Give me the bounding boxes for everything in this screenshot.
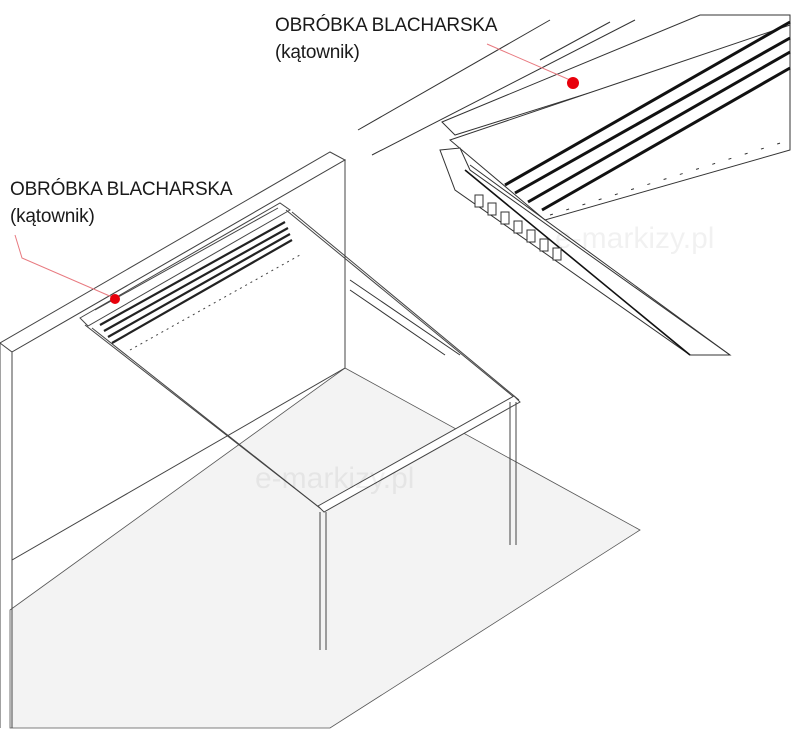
detail-view [349, 14, 791, 356]
watermark: e-markizy.pl [555, 222, 715, 255]
leader-line-right [486, 43, 571, 81]
callout-left: OBRÓBKA BLACHARSKA (kątownik) [10, 176, 233, 230]
callout-subtitle: (kątownik) [275, 42, 360, 63]
wall [0, 151, 347, 728]
pergola [79, 202, 521, 650]
marker-dot-right [567, 77, 579, 89]
marker-dot-left [110, 294, 120, 304]
callout-title: OBRÓBKA BLACHARSKA [275, 15, 498, 36]
watermark: e-markizy.pl [255, 462, 415, 495]
callout-right: OBRÓBKA BLACHARSKA (kątownik) [275, 12, 498, 66]
callout-title: OBRÓBKA BLACHARSKA [10, 179, 233, 200]
floor [9, 367, 641, 729]
callout-subtitle: (kątownik) [10, 206, 95, 227]
leader-line-left [14, 234, 113, 298]
